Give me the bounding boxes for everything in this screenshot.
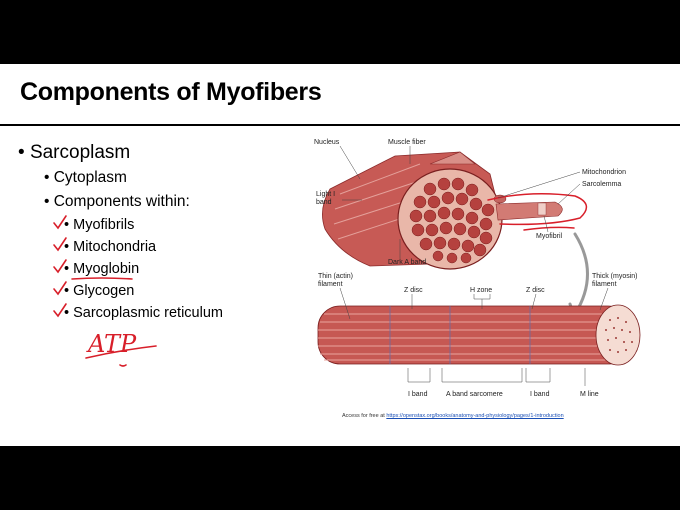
svg-text:Z disc: Z disc <box>404 287 423 294</box>
top-leader-lines <box>339 145 581 258</box>
svg-text:Nucleus: Nucleus <box>314 139 340 146</box>
svg-text:I band: I band <box>530 391 550 398</box>
svg-text:filament: filament <box>318 281 343 288</box>
svg-text:H zone: H zone <box>470 287 492 294</box>
svg-text:Myofibril: Myofibril <box>536 233 563 240</box>
openstax-credit-link[interactable]: https://openstax.org/books/anatomy-and-p… <box>386 413 564 419</box>
muscle-fiber-illustration <box>322 151 563 270</box>
atp-underline <box>85 345 157 359</box>
bullet-cytoplasm: • Cytoplasm <box>44 169 127 186</box>
video-letterbox-bottom <box>0 446 680 510</box>
svg-text:Thin (actin): Thin (actin) <box>318 273 353 280</box>
svg-text:Z disc: Z disc <box>526 287 545 294</box>
svg-text:Muscle fiber: Muscle fiber <box>388 139 426 146</box>
svg-text:filament: filament <box>592 281 617 288</box>
svg-text:I band: I band <box>408 391 428 398</box>
handwritten-atp: ATP <box>86 330 137 358</box>
slide-title: Components of Myofibers <box>20 78 322 106</box>
myoglobin-underline <box>71 277 133 280</box>
video-letterbox-top <box>0 0 680 64</box>
bottom-figure-labels: Thin (actin) filament Z disc H zone Z di… <box>318 273 638 398</box>
bullet-myoglobin: • Myoglobin <box>64 261 140 277</box>
title-divider <box>0 124 680 126</box>
bullet-sarcoplasm: • Sarcoplasm <box>18 142 131 163</box>
bullet-mitochondria: • Mitochondria <box>64 239 157 255</box>
svg-text:Thick (myosin): Thick (myosin) <box>592 273 638 280</box>
svg-text:Mitochondrion: Mitochondrion <box>582 169 626 176</box>
top-figure-labels: Nucleus Muscle fiber Mitochondrion Sarco… <box>314 139 626 266</box>
svg-text:Sarcolemma: Sarcolemma <box>582 181 621 188</box>
slide: Components of Myofibers • Sarcoplasm • C… <box>0 64 680 446</box>
bullet-components-within: • Components within: <box>44 193 190 210</box>
bullet-sarcoplasmic-reticulum: • Sarcoplasmic reticulum <box>64 305 223 321</box>
svg-text:A band sarcomere: A band sarcomere <box>446 391 503 398</box>
myofibril-illustration <box>317 304 641 366</box>
svg-text:Dark A band: Dark A band <box>388 259 426 266</box>
openstax-credit: Access for free at https://openstax.org/… <box>342 413 564 419</box>
bullet-glycogen: • Glycogen <box>64 283 135 299</box>
bottom-leader-lines <box>339 287 609 386</box>
handwriting-annotations: ATP <box>53 215 157 367</box>
atp-tick <box>119 364 127 367</box>
svg-text:Light I: Light I <box>316 191 335 198</box>
bullet-myofibrils: • Myofibrils <box>64 217 135 233</box>
svg-text:band: band <box>316 199 332 206</box>
myofiber-diagram: Nucleus Muscle fiber Mitochondrion Sarco… <box>314 139 641 398</box>
svg-text:M line: M line <box>580 391 599 398</box>
